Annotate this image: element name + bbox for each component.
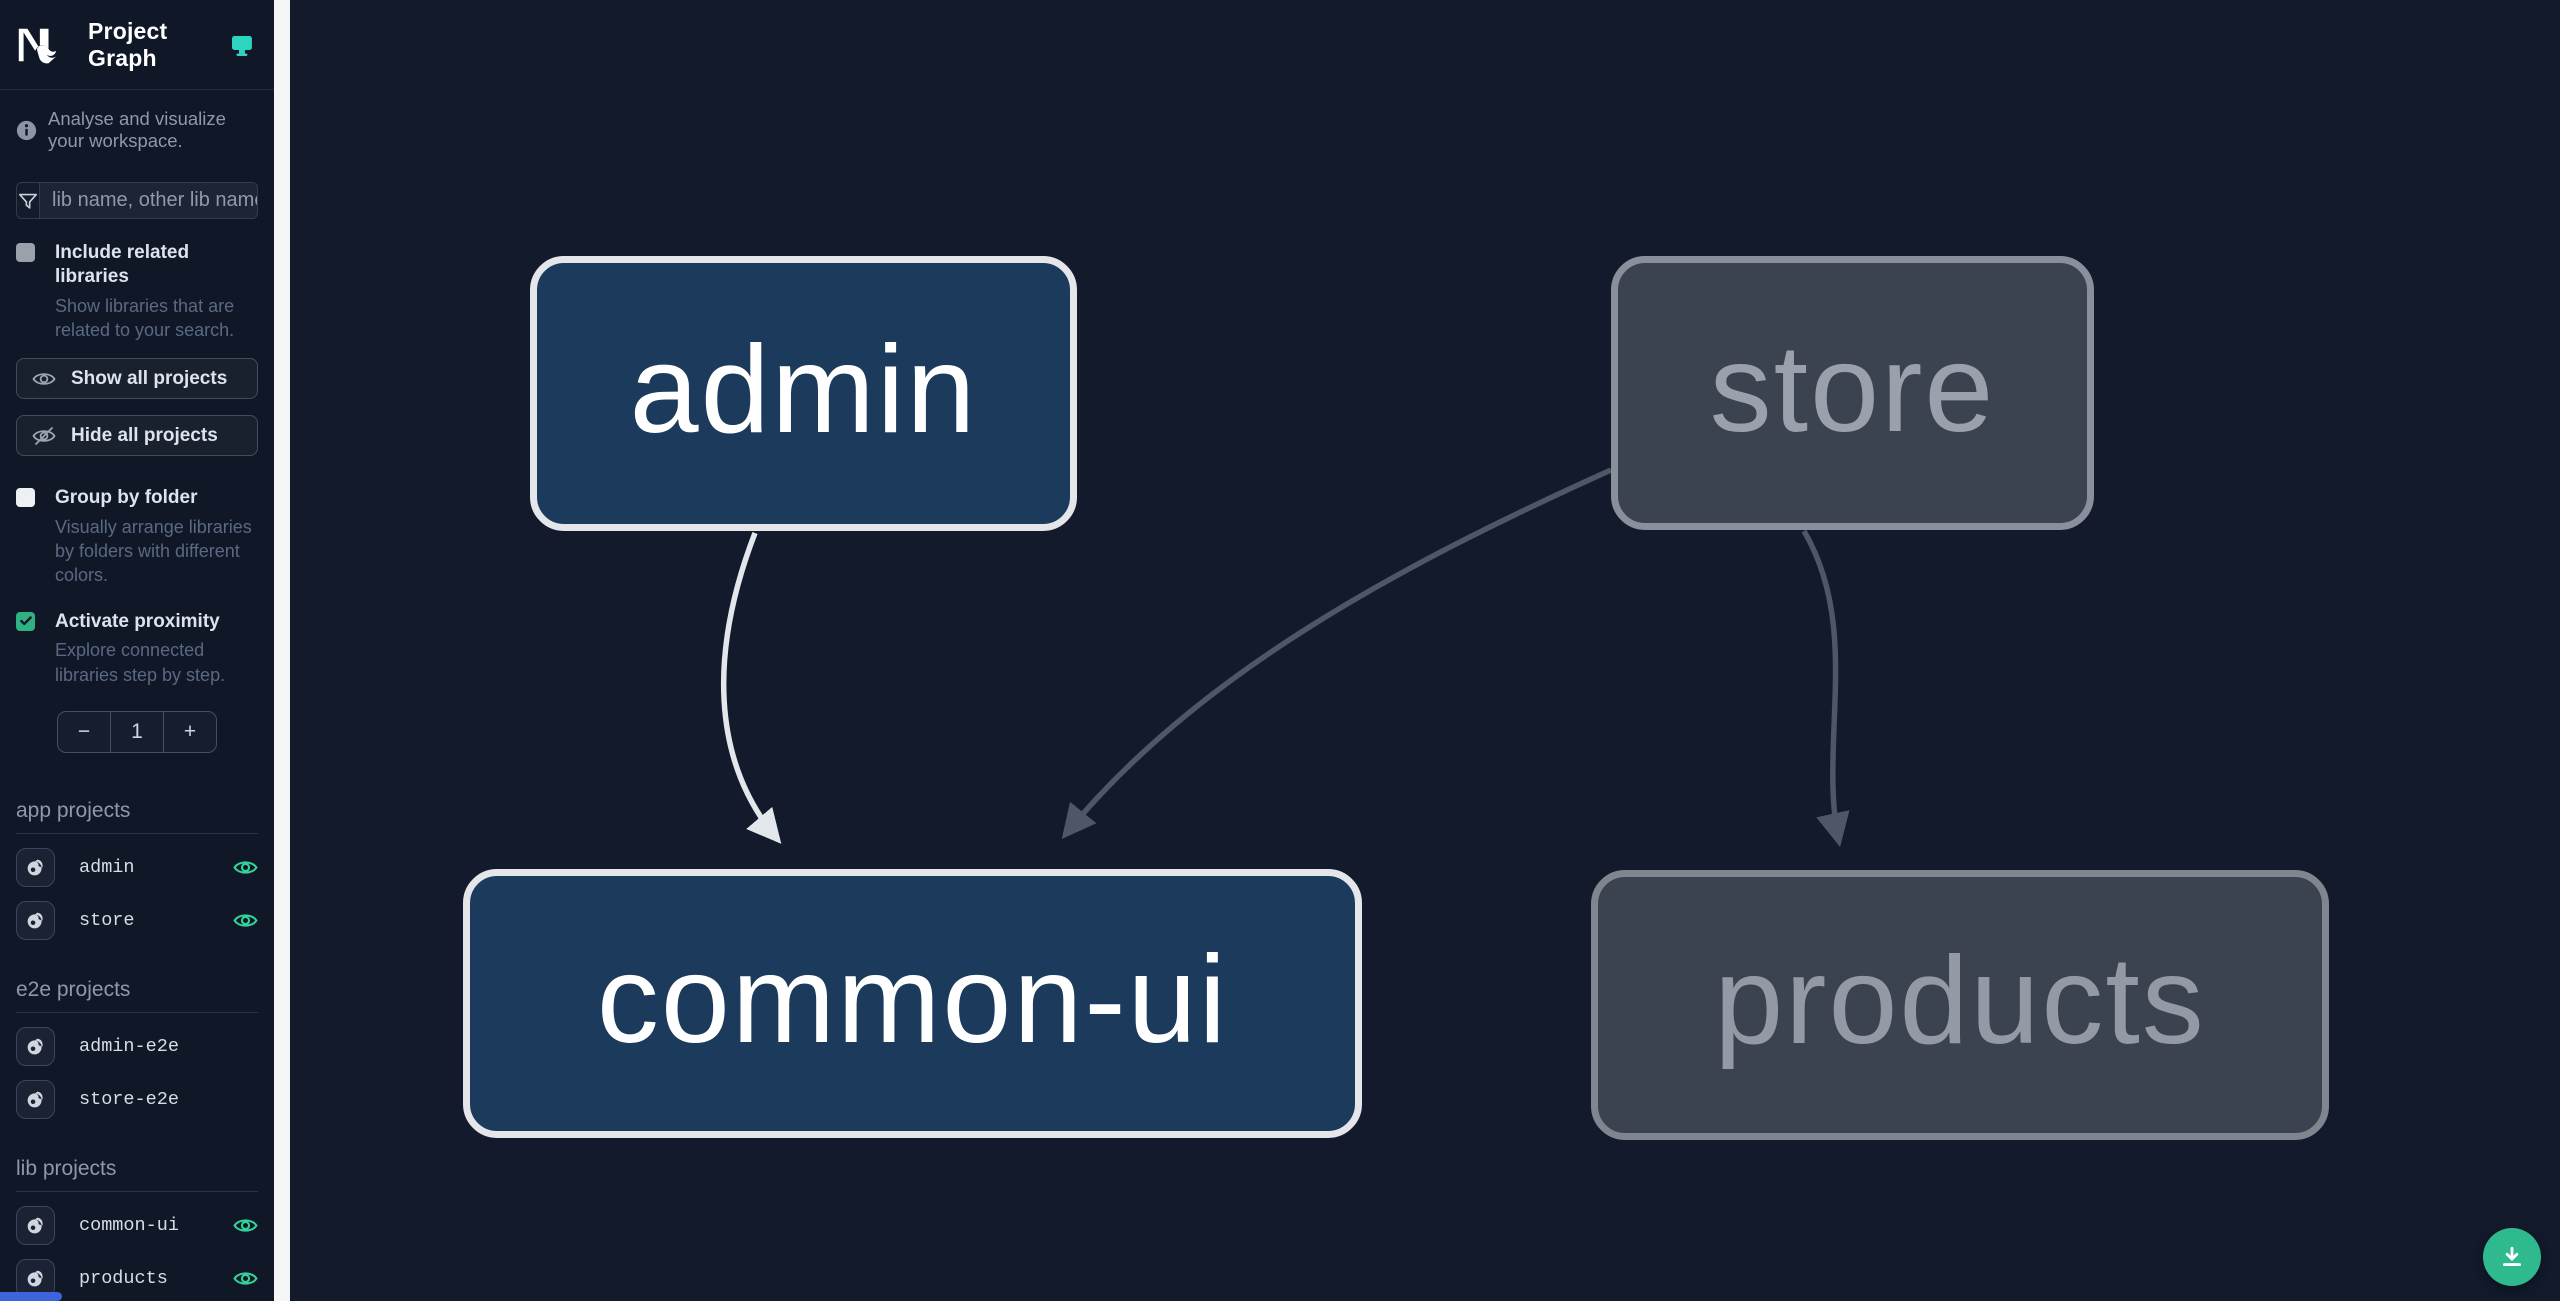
focus-project-icon [27, 1038, 43, 1054]
focus-project-icon [27, 912, 43, 928]
page-title: Project Graph [88, 17, 168, 71]
group-by-folder-checkbox[interactable] [16, 488, 35, 508]
project-name[interactable]: admin-e2e [79, 1035, 179, 1057]
project-row-store-e2e: store-e2e [16, 1079, 258, 1119]
node-label: admin [629, 320, 978, 459]
section-heading: app projects [16, 799, 258, 835]
project-row-products: products [16, 1258, 258, 1298]
activate-proximity-option[interactable]: Activate proximity Explore connected lib… [16, 610, 258, 687]
option-label: Include related libraries [55, 242, 190, 287]
proximity-stepper: − 1 + [57, 711, 217, 754]
eye-icon [232, 1218, 258, 1232]
show-all-projects-button[interactable]: Show all projects [16, 358, 258, 400]
focus-project-icon [27, 1270, 43, 1286]
focus-project-icon [27, 1217, 43, 1233]
download-icon [2503, 1246, 2521, 1266]
proximity-increment-button[interactable]: + [183, 720, 197, 744]
project-name[interactable]: products [79, 1267, 168, 1289]
project-row-admin: admin [16, 847, 258, 887]
section-app-projects: app projects admin [0, 799, 274, 940]
graph-node-store[interactable]: store [1611, 256, 2094, 530]
search-input[interactable] [40, 183, 257, 218]
button-label: Hide all projects [71, 424, 218, 446]
include-related-option[interactable]: Include related libraries Show libraries… [16, 241, 258, 342]
toggle-visibility-button[interactable] [232, 1265, 258, 1291]
sidebar-resizer[interactable] [274, 0, 290, 1301]
graph-node-products[interactable]: products [1591, 870, 2329, 1140]
section-heading: lib projects [16, 1157, 258, 1193]
focus-project-icon [27, 1091, 43, 1107]
proximity-decrement-button[interactable]: − [77, 720, 91, 744]
check-icon [19, 616, 32, 626]
project-row-common-ui: common-ui [16, 1205, 258, 1245]
download-image-button[interactable] [2483, 1228, 2541, 1286]
project-filter [16, 182, 258, 219]
focus-project-button[interactable] [16, 1258, 55, 1298]
section-e2e-projects: e2e projects admin-e2e store- [0, 978, 274, 1119]
info-icon [16, 120, 37, 140]
toggle-visibility-button[interactable] [232, 907, 258, 933]
project-name[interactable]: store [79, 909, 135, 931]
focus-project-button[interactable] [16, 900, 55, 940]
option-description: Show libraries that are related to your … [55, 295, 235, 340]
hide-all-projects-button[interactable]: Hide all projects [16, 415, 258, 457]
node-label: products [1714, 932, 2206, 1070]
option-description: Explore connected libraries step by step… [55, 640, 226, 685]
project-name[interactable]: common-ui [79, 1214, 179, 1236]
activate-proximity-checkbox[interactable] [16, 611, 35, 631]
option-label: Activate proximity [55, 610, 220, 632]
focus-project-button[interactable] [16, 1205, 55, 1245]
eye-icon [232, 913, 258, 927]
option-description: Visually arrange libraries by folders wi… [55, 516, 252, 586]
edge-store-to-common-ui[interactable] [1061, 467, 1613, 839]
edge-admin-to-common-ui[interactable] [721, 532, 782, 844]
project-row-store: store [16, 900, 258, 940]
project-name[interactable]: admin [79, 856, 135, 878]
nx-logo [18, 28, 57, 63]
toggle-visibility-button[interactable] [232, 854, 258, 880]
eye-icon [232, 1271, 258, 1285]
node-label: store [1709, 320, 1996, 458]
graph-node-common-ui[interactable]: common-ui [463, 869, 1362, 1138]
eye-icon [32, 372, 56, 385]
node-label: common-ui [596, 930, 1229, 1069]
project-row-admin-e2e: admin-e2e [16, 1026, 258, 1066]
focus-project-button[interactable] [16, 1026, 55, 1066]
eye-icon [232, 860, 258, 874]
workspace-tagline: Analyse and visualize your workspace. [0, 90, 274, 158]
display-mode-icon[interactable] [230, 32, 254, 58]
horizontal-scrollbar-thumb[interactable] [0, 1292, 62, 1301]
focus-project-button[interactable] [16, 847, 55, 887]
sidebar-header: Project Graph [0, 0, 274, 90]
filter-funnel-icon [17, 183, 40, 218]
proximity-value: 1 [110, 712, 164, 753]
option-label: Group by folder [55, 487, 198, 509]
graph-node-admin[interactable]: admin [530, 256, 1077, 531]
eye-off-icon [32, 426, 56, 445]
toggle-visibility-button[interactable] [232, 1212, 258, 1238]
graph-canvas[interactable]: admin store common-ui products [290, 0, 2560, 1301]
focus-project-button[interactable] [16, 1079, 55, 1119]
include-related-checkbox[interactable] [16, 243, 35, 262]
section-lib-projects: lib projects common-ui [0, 1157, 274, 1298]
focus-project-icon [27, 859, 43, 875]
edges-layer [721, 467, 1850, 847]
tagline-text: Analyse and visualize your workspace. [48, 108, 226, 151]
button-label: Show all projects [71, 367, 228, 389]
section-heading: e2e projects [16, 978, 258, 1014]
sidebar: Project Graph Analyse and visualize your… [0, 0, 274, 1301]
project-name[interactable]: store-e2e [79, 1088, 179, 1110]
group-by-folder-option[interactable]: Group by folder Visually arrange librari… [16, 486, 258, 588]
edge-store-to-products[interactable] [1801, 529, 1850, 847]
